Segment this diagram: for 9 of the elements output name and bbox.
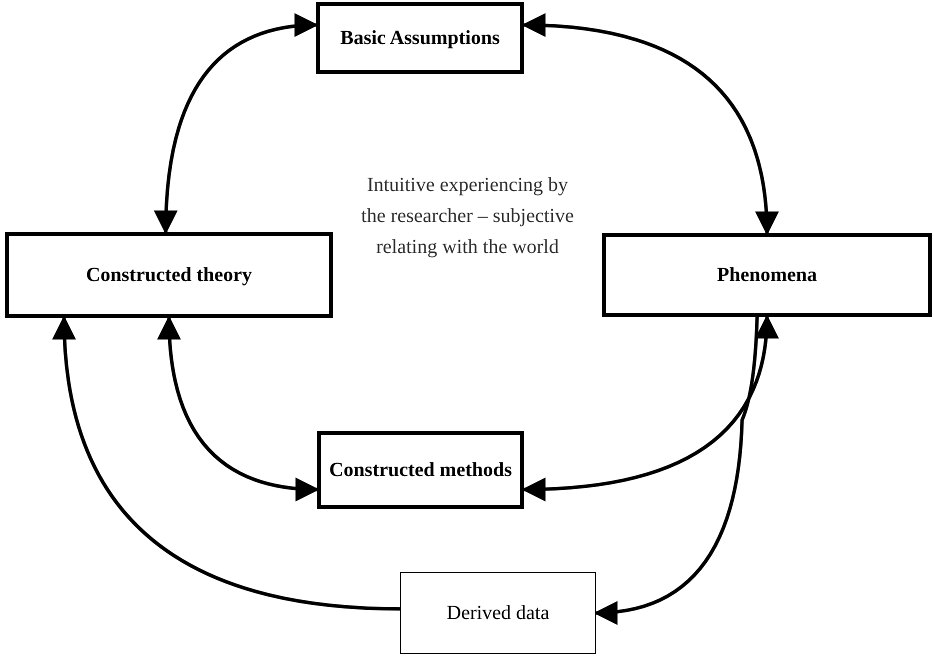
curved-arrow [158, 316, 320, 500]
curved-arrow [53, 316, 400, 611]
concept-box: Derived data [400, 572, 596, 654]
concept-box: Phenomena [602, 233, 932, 317]
concept-box: Constructed methods [317, 431, 524, 509]
center-note: Intuitive experiencing by the researcher – subjective relating with the world [360, 173, 575, 260]
concept-box: Constructed theory [5, 232, 333, 318]
curved-arrow [154, 14, 318, 234]
concept-box: Basic Assumptions [316, 2, 524, 74]
